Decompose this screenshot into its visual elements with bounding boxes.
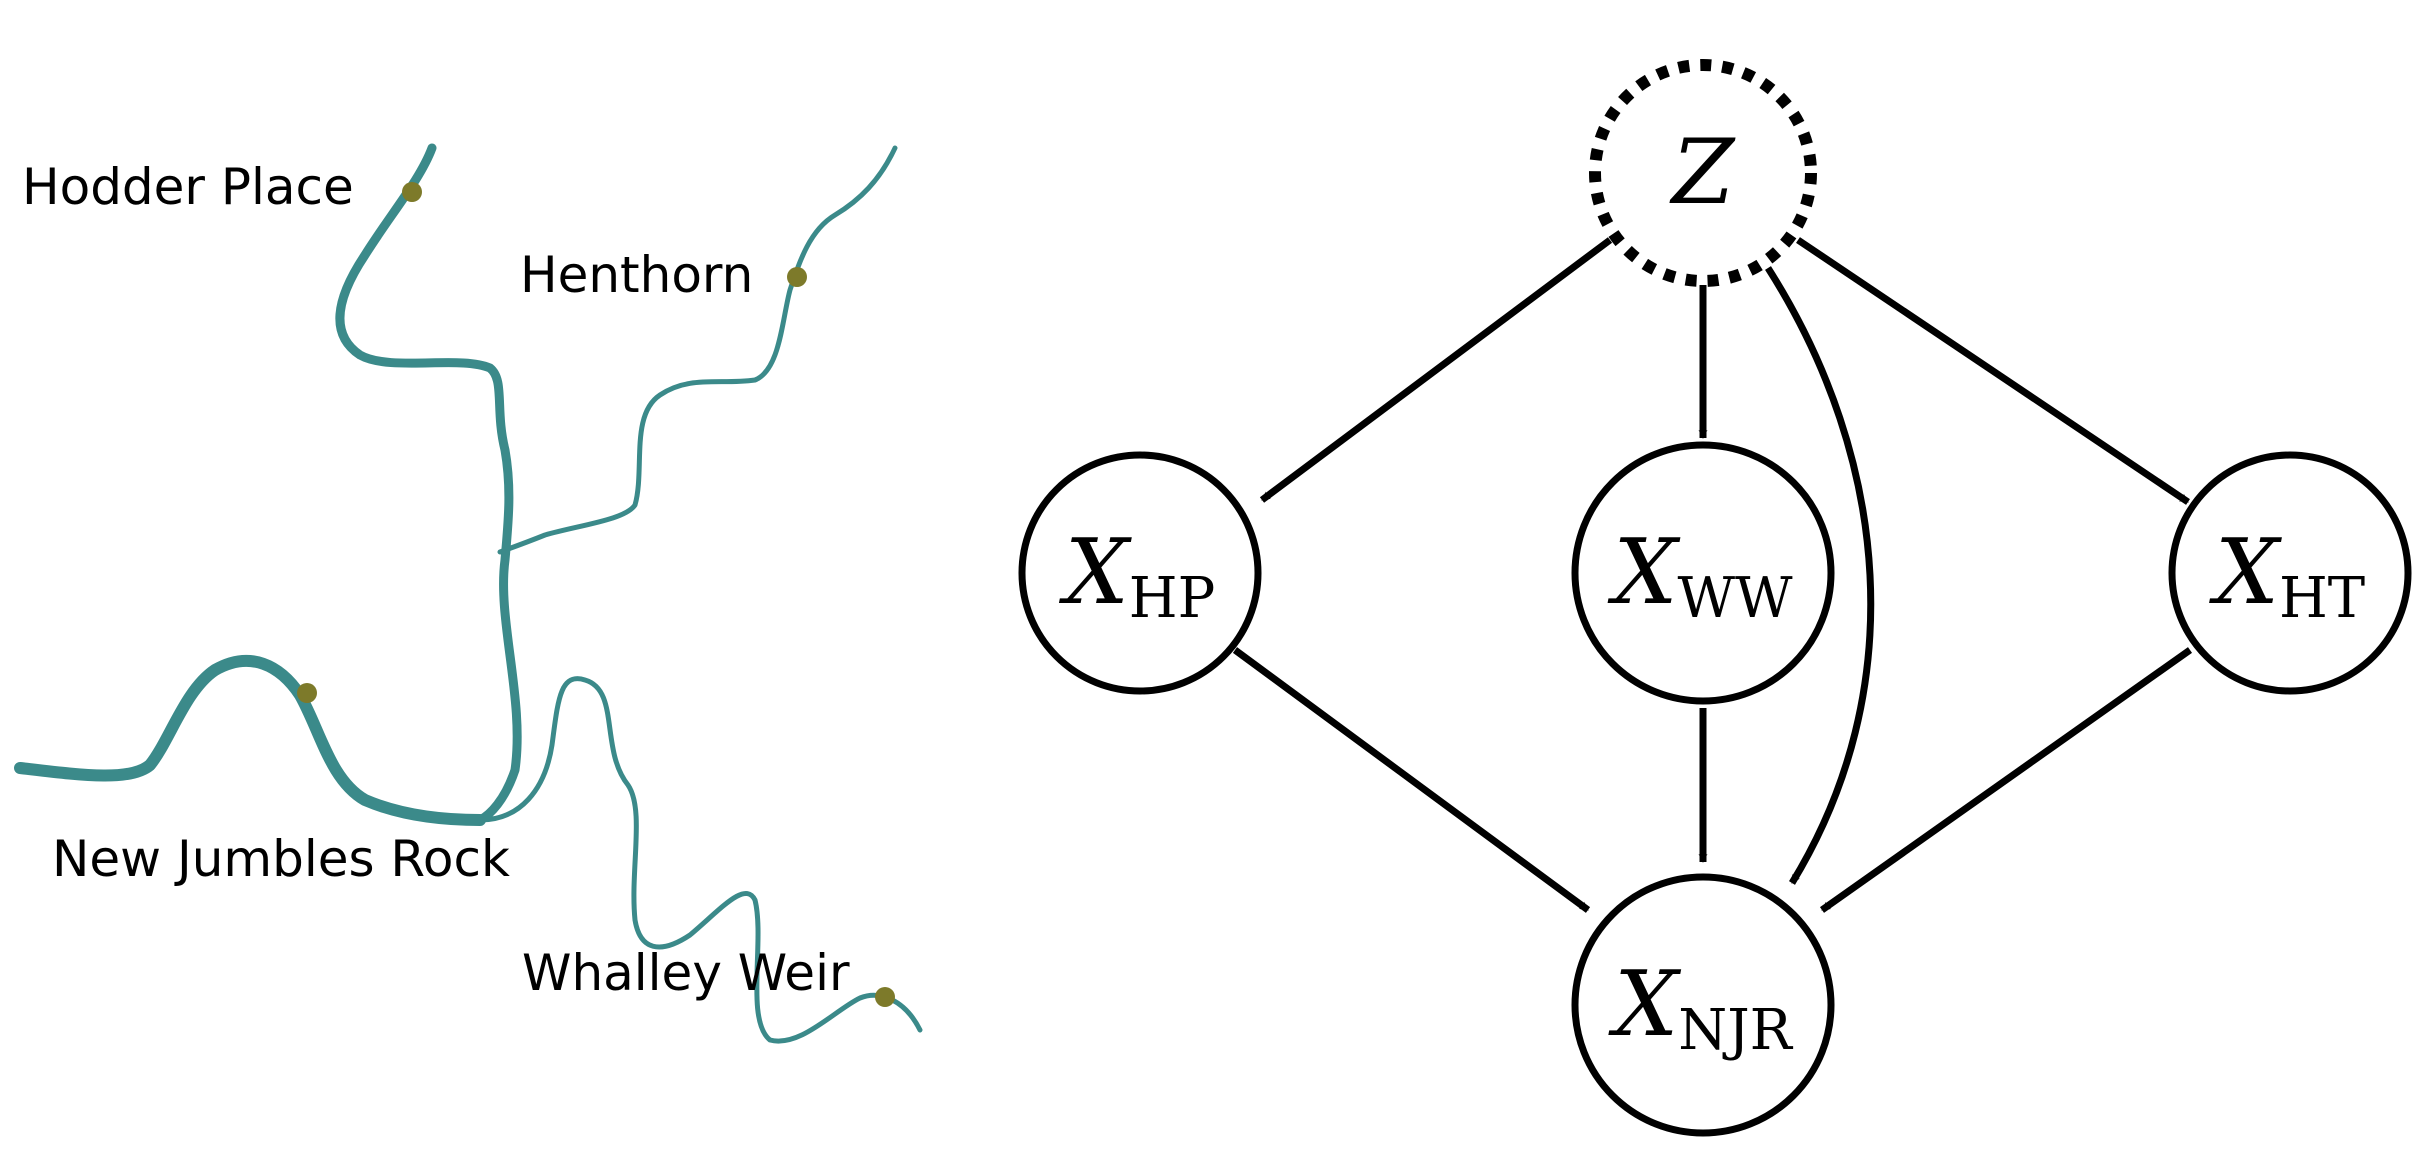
node-hp-main: X [1059, 520, 1133, 625]
edge-hp-to-njr [1232, 647, 1591, 913]
node-z-main: Z [1669, 120, 1736, 225]
node-z-label: Z [1669, 120, 1736, 225]
node-hp: XHP [1018, 451, 1262, 695]
station-dot-henthorn [787, 267, 807, 287]
node-njr-main: X [1608, 952, 1682, 1057]
station-label-whalley-weir: Whalley Weir [522, 944, 850, 1002]
station-label-new-jumbles-rock: New Jumbles Rock [52, 830, 510, 888]
node-ht-label: XHT [2209, 520, 2365, 631]
node-z-circle [1589, 59, 1817, 287]
river-calder [477, 676, 923, 1044]
node-ww: XWW [1571, 441, 1835, 705]
node-ww-circle [1571, 441, 1835, 705]
graphical-model: Z XHP XWW XHT XNJR [1018, 59, 2412, 1137]
station-dot-hodder-place [402, 182, 422, 202]
node-ww-sub: WW [1677, 566, 1793, 631]
node-ht-circle [2168, 451, 2412, 695]
node-ht: XHT [2168, 451, 2412, 695]
station-dot-whalley-weir [875, 987, 895, 1007]
edge-z-to-njr [1765, 266, 1875, 885]
river-henthorn [497, 145, 898, 555]
station-label-henthorn: Henthorn [520, 246, 753, 304]
node-hp-circle [1018, 451, 1262, 695]
node-hp-label: XHP [1059, 520, 1216, 631]
river-hodder [335, 143, 522, 825]
node-hp-sub: HP [1129, 566, 1216, 631]
edge-z-to-hp [1259, 237, 1613, 503]
node-z: Z [1589, 59, 1817, 287]
node-njr: XNJR [1571, 873, 1835, 1137]
node-ht-main: X [2209, 520, 2283, 625]
station-label-hodder-place: Hodder Place [22, 158, 354, 216]
river-main [14, 655, 486, 826]
edge-z-to-ht [1796, 237, 2190, 505]
node-ww-main: X [1607, 520, 1681, 625]
river-map: Hodder Place Henthorn New Jumbles Rock W… [14, 143, 923, 1044]
node-njr-label: XNJR [1608, 952, 1794, 1063]
node-njr-sub: NJR [1678, 998, 1793, 1063]
node-ww-label: XWW [1607, 520, 1793, 631]
edge-ht-to-njr [1819, 647, 2193, 913]
node-njr-circle [1571, 873, 1835, 1137]
node-ht-sub: HT [2279, 566, 2365, 631]
station-dot-new-jumbles-rock [297, 683, 317, 703]
